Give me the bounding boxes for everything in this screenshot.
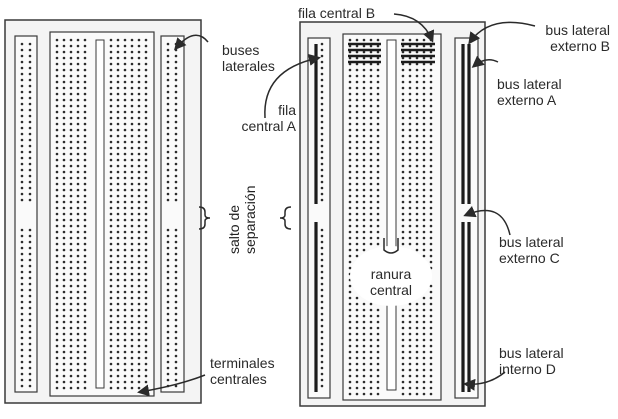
central-row-strips [348,42,435,64]
arrow-fila-central-b [393,13,435,43]
right-center-gap [386,39,397,391]
label-fila-central-b: fila central B [298,5,376,21]
label-bus-lateral-externo-a: bus lateral externo A [497,76,562,108]
label-terminales-centrales: terminales centrales [210,355,275,387]
left-breadboard [4,19,202,404]
label-bus-lateral-interno-d: bus lateral interno D [499,345,564,377]
arrow-externo-a [471,55,499,68]
arrow-interno-d [463,371,506,391]
central-slot-oval [350,246,432,306]
right-side-bus-right [454,37,479,399]
arrow-externo-b [468,21,536,45]
separation-bracket-right [279,206,292,230]
arrow-fila-central-a [264,54,321,119]
label-bus-lateral-externo-b: bus lateral externo B [545,22,610,54]
right-side-bus-left [307,37,331,399]
label-ranura-central: ranura central [369,266,413,298]
right-breadboard [299,21,486,407]
arrow-externo-c [463,206,511,236]
left-side-bus-left [14,35,38,393]
bus-strips [314,44,471,392]
arrow-terminales-centrales [137,374,206,397]
arrow-buses-laterales [174,34,209,51]
left-side-bus-right [160,35,185,393]
label-salto-separacion: salto de separación [226,185,258,255]
right-hole-grid [320,38,433,396]
left-hole-grid [20,38,178,390]
left-center-gap [95,39,105,389]
separation-bracket-left [198,206,211,230]
label-fila-central-a: fila central A [241,102,296,134]
label-bus-lateral-externo-c: bus lateral externo C [499,234,564,266]
label-buses-laterales: buses laterales [222,42,275,74]
annotation-arrows [137,13,536,397]
